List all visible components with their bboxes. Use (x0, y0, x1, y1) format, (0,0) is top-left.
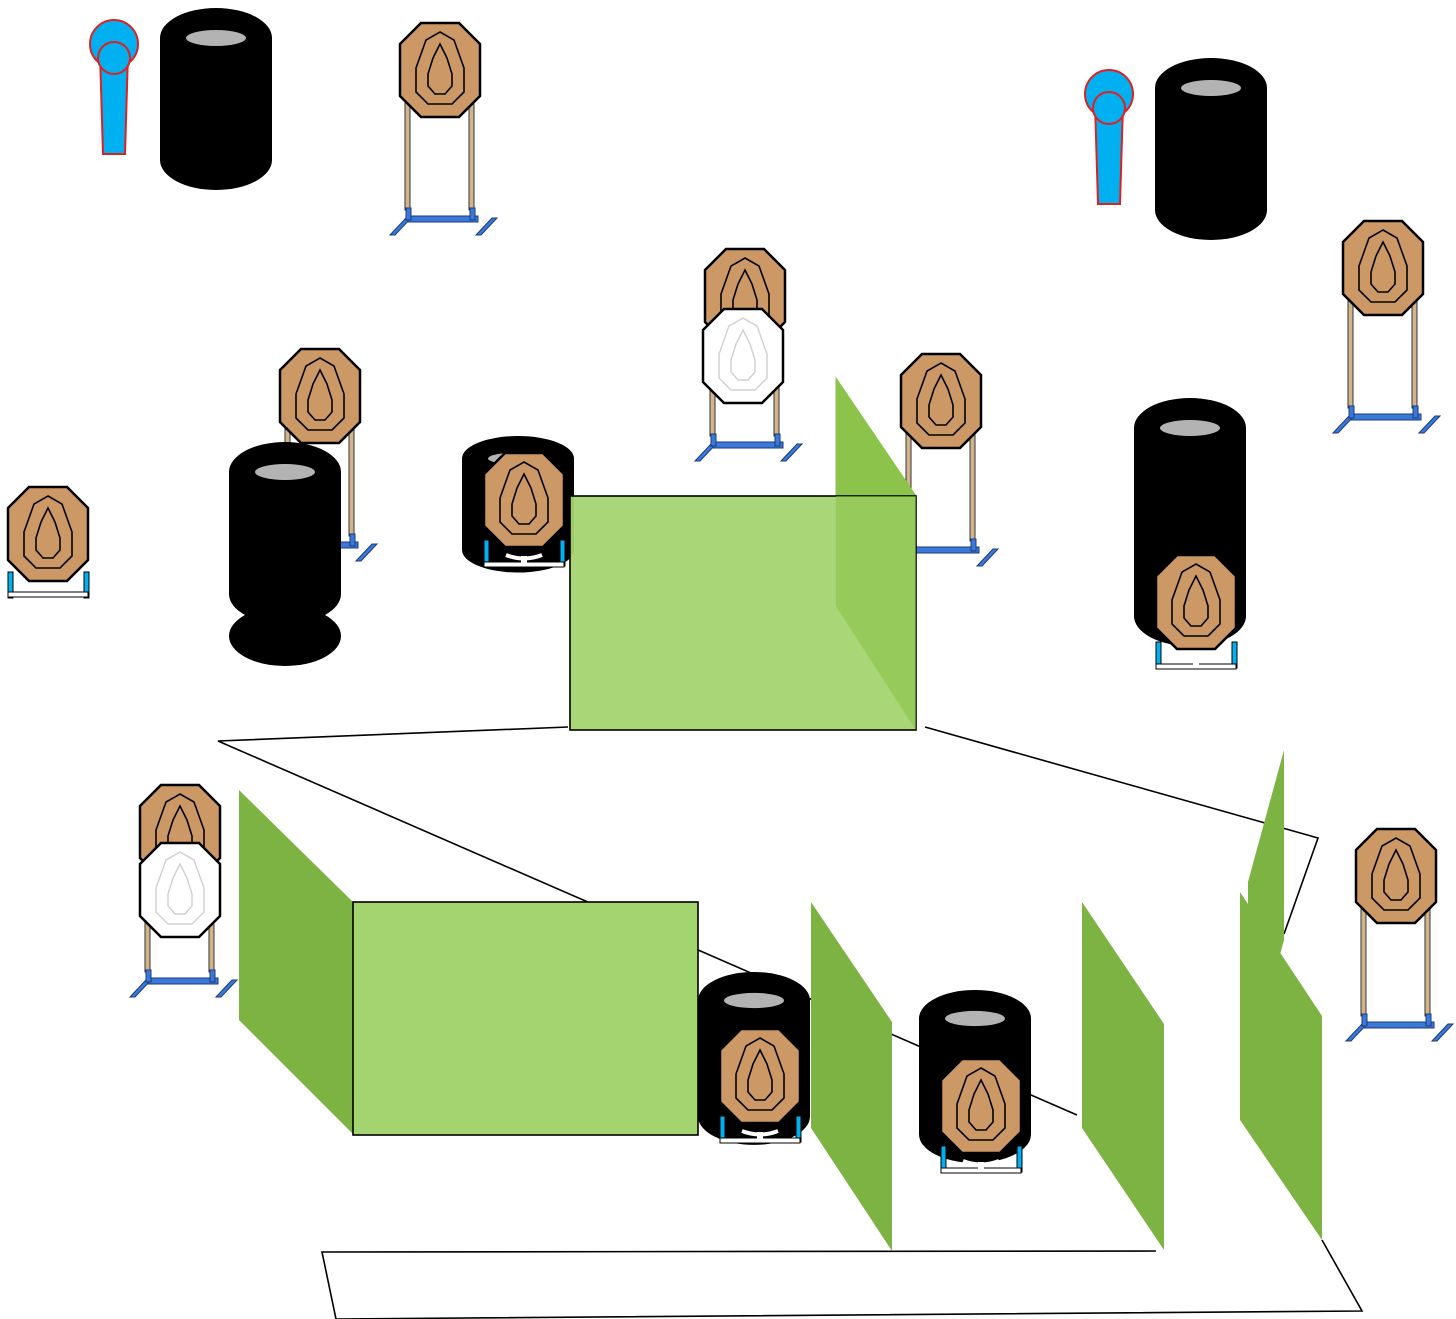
target-on-stand-icon (1332, 219, 1441, 434)
wing-panel-icon (811, 902, 892, 1251)
no-shoot-target-icon (701, 307, 785, 405)
target-on-tire-icon (1134, 398, 1246, 671)
target-on-tire-icon (919, 990, 1031, 1175)
popper-icon (89, 19, 139, 155)
wing-panel-icon (1240, 892, 1322, 1240)
target-on-stand-icon (1345, 827, 1454, 1042)
wall-barricade-icon (569, 376, 917, 732)
tire-stack-icon (229, 442, 341, 666)
target-on-stand-icon (389, 21, 498, 236)
target-on-stand-icon (6, 485, 90, 599)
no-shoot-target-icon (138, 841, 222, 939)
target-on-tire-icon (462, 436, 574, 573)
wing-panel-icon (1082, 902, 1164, 1250)
wall-barricade-icon (239, 790, 699, 1136)
tire-stack-icon (1155, 58, 1267, 240)
popper-icon (1084, 69, 1134, 205)
target-on-tire-icon (698, 972, 810, 1145)
tire-stack-icon (160, 8, 272, 190)
